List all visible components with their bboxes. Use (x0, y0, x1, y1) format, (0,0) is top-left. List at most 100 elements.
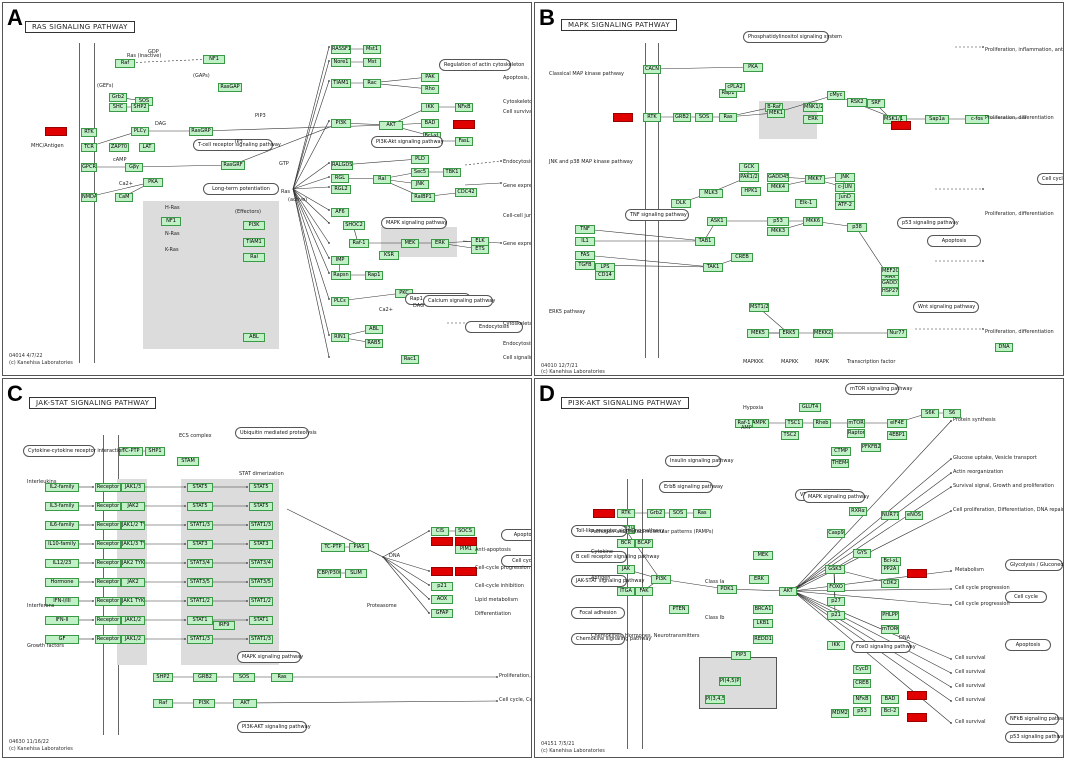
pathway-node[interactable]: Rac (363, 79, 381, 88)
ligand-node[interactable]: IFN-I/III (45, 597, 79, 606)
pathway-node[interactable]: GRB2 (193, 673, 217, 682)
pathway-node[interactable]: SHP1 (145, 447, 165, 456)
stat-dimer-node[interactable]: STAT3/5 (249, 578, 273, 587)
pathway-node[interactable]: ERK (803, 115, 823, 124)
pathway-node[interactable]: Ras (693, 509, 711, 518)
pathway-link-bubble[interactable]: Cytokine-cytokine receptor interaction (23, 445, 124, 457)
pathway-link-bubble[interactable]: TNF signaling pathway (625, 209, 689, 221)
pathway-node[interactable]: Ral (373, 175, 391, 184)
pathway-node[interactable]: eIF4E (887, 419, 907, 428)
receptor-node[interactable]: Receptor (95, 502, 121, 511)
pathway-node[interactable]: p21 (431, 582, 453, 591)
pathway-node[interactable]: BCAP (635, 539, 653, 548)
highlighted-node[interactable]: Growth factor (593, 509, 615, 518)
pathway-node[interactable]: mTOR (847, 419, 865, 428)
pathway-node[interactable]: SHP2 (153, 673, 173, 682)
pathway-node[interactable]: SOS (695, 113, 713, 122)
pathway-node[interactable]: PLCγ (131, 127, 149, 136)
pathway-node[interactable]: CycD (853, 665, 871, 674)
pathway-node[interactable]: PI3K (243, 221, 265, 230)
stat-node[interactable]: STAT3/5 (187, 578, 213, 587)
pathway-node[interactable]: BCR (617, 539, 635, 548)
pathway-node[interactable]: PTEN (669, 605, 689, 614)
pathway-node[interactable]: ITGA (617, 587, 635, 596)
pathway-node[interactable]: PI3K (331, 119, 351, 128)
pathway-node[interactable]: Raf (153, 699, 173, 708)
pathway-node[interactable]: HSP27 (881, 287, 899, 296)
pathway-node[interactable]: p38 (847, 223, 867, 232)
pathway-link-bubble[interactable]: B cell receptor signaling pathway (571, 551, 660, 563)
pathway-node[interactable]: MEK1 (767, 109, 785, 118)
pathway-node[interactable]: Ral (243, 253, 265, 262)
pathway-node[interactable]: PKA (143, 178, 163, 187)
pathway-node[interactable]: Raf-1 (349, 239, 369, 248)
highlighted-node[interactable]: Mcl-1 (455, 537, 477, 546)
highlighted-node[interactable]: c-Myb (907, 713, 927, 722)
highlighted-node[interactable]: RTK ligand (45, 127, 67, 136)
pathway-node[interactable]: MKK6 (803, 217, 823, 226)
stat-dimer-node[interactable]: STAT1/3 (249, 635, 273, 644)
pathway-link-bubble[interactable]: Apoptosis (501, 529, 531, 541)
pathway-node[interactable]: SLIM (345, 569, 367, 578)
pathway-node[interactable]: FAK (635, 587, 653, 596)
receptor-node[interactable]: Receptor (95, 616, 121, 625)
pathway-node[interactable]: FasL (455, 137, 473, 146)
pathway-link-bubble[interactable]: FoxO signaling pathway (851, 641, 916, 653)
receptor-node[interactable]: Receptor (95, 521, 121, 530)
pathway-node[interactable]: MKK4 (767, 183, 789, 192)
jak-node[interactable]: JAK1/2 TYK2 (121, 521, 145, 530)
pathway-node[interactable]: BAD (421, 119, 439, 128)
ligand-node[interactable]: GF (45, 635, 79, 644)
pathway-node[interactable]: Bcl-2 (881, 707, 899, 716)
pathway-node[interactable]: GSK3 (825, 565, 845, 574)
pathway-node[interactable]: JNK (835, 173, 855, 182)
pathway-link-bubble[interactable]: Ubiquitin mediated proteolysis (235, 427, 317, 439)
pathway-node[interactable]: Rho (421, 85, 439, 94)
pathway-node[interactable]: KSR (379, 251, 399, 260)
pathway-node[interactable]: CD14 (595, 271, 615, 280)
pathway-node[interactable]: Rac1 (401, 355, 419, 364)
pathway-node[interactable]: RSK2 (847, 98, 867, 107)
jak-node[interactable]: JAK2 TYK2 (121, 559, 145, 568)
pathway-node[interactable]: PAK1/2 (739, 173, 759, 182)
ligand-node[interactable]: IL12/23 (45, 559, 79, 568)
ligand-node[interactable]: IFN-II (45, 616, 79, 625)
ligand-node[interactable]: Hormone (45, 578, 79, 587)
pathway-node[interactable]: FAS (575, 251, 595, 260)
pathway-node[interactable]: TGFB (575, 261, 595, 270)
receptor-node[interactable]: Receptor (95, 540, 121, 549)
pathway-link-bubble[interactable]: PI3K-Akt signaling pathway (371, 136, 444, 148)
pathway-node[interactable]: MDM2 (831, 709, 849, 718)
pathway-link-bubble[interactable]: Glycolysis / Gluconeogenesis (1005, 559, 1063, 571)
receptor-node[interactable]: Receptor (95, 578, 121, 587)
pathway-node[interactable]: PHLPP (881, 611, 899, 620)
pathway-node[interactable]: ERK (749, 575, 769, 584)
pathway-node[interactable]: PI(4,5)P2 (719, 677, 741, 686)
pathway-node[interactable]: MEK5 (747, 329, 769, 338)
pathway-node[interactable]: AOX (431, 595, 453, 604)
pathway-node[interactable]: IKK (421, 103, 439, 112)
pathway-node[interactable]: cPLA2 (725, 83, 745, 92)
pathway-link-bubble[interactable]: Insulin signaling pathway (665, 455, 734, 467)
pathway-node[interactable]: TC-PTP (321, 543, 345, 552)
pathway-node[interactable]: Ras (271, 673, 293, 682)
pathway-node[interactable]: 4EBP1 (887, 431, 907, 440)
pathway-node[interactable]: PIM1 (455, 545, 477, 554)
pathway-node[interactable]: REDD1 (753, 635, 773, 644)
stat-node[interactable]: STAT3/4 (187, 559, 213, 568)
pathway-node[interactable]: SOS (233, 673, 255, 682)
jak-node[interactable]: JAK1/2 (121, 616, 145, 625)
highlighted-node[interactable]: Bcl-xL (453, 120, 475, 129)
pathway-node[interactable]: PP2A (881, 565, 899, 574)
pathway-node[interactable]: MLK3 (699, 189, 723, 198)
pathway-link-bubble[interactable]: Phosphatidylinositol signaling system (743, 31, 842, 43)
pathway-node[interactable]: p21 (827, 611, 845, 620)
highlighted-node[interactable]: Cyclin D (431, 567, 453, 576)
stat-node[interactable]: STAT1/3 (187, 521, 213, 530)
stat-node[interactable]: STAT1/2 (187, 597, 213, 606)
pathway-node[interactable]: Raf (115, 59, 135, 68)
pathway-node[interactable]: Nur77 (887, 329, 907, 338)
stat-node[interactable]: STAT5 (187, 502, 213, 511)
pathway-node[interactable]: c-fos (965, 115, 989, 124)
stat-node[interactable]: STAT1/3 (187, 635, 213, 644)
